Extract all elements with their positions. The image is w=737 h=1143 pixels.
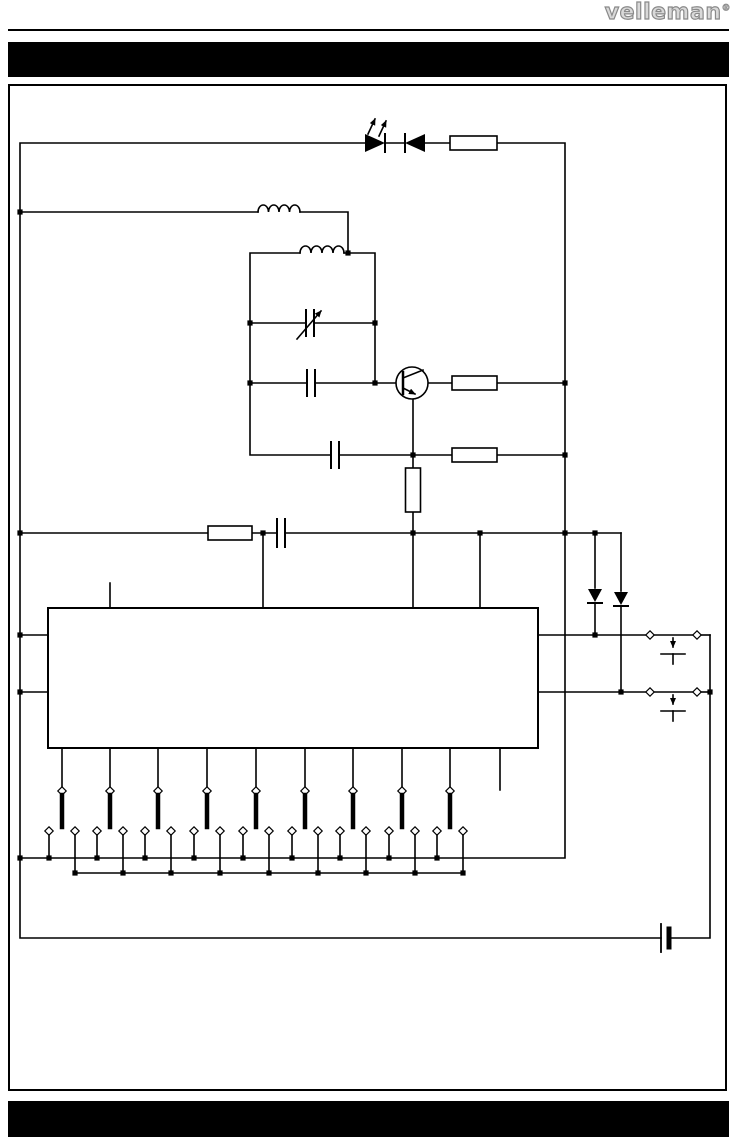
title-bar [8,42,729,77]
tank-inductor [299,245,345,254]
dip-switch [45,748,79,876]
dip-switch [433,748,467,876]
dip-switch-bank [45,748,467,876]
encoder-ic [47,607,539,749]
brand-text: velleman [604,0,722,26]
steering-diode-2 [613,532,629,693]
variable-capacitor [295,309,323,341]
wire-net [19,142,711,939]
battery [660,923,672,953]
diode [404,133,425,153]
dip-switch [385,748,419,876]
registered-mark: ® [721,3,731,14]
capacitor-tank [306,369,316,397]
resistor-collector [451,375,498,391]
resistor-emitter [404,467,422,513]
schematic-frame [8,84,727,1091]
junction-dots [16,208,714,862]
steering-diode-1 [587,532,603,636]
pushbutton-1 [646,631,710,664]
dip-switch [336,748,370,876]
dip-switch [93,748,127,876]
pushbutton-2 [646,688,710,721]
dip-switch [288,748,322,876]
resistor-feedback [451,447,498,463]
capacitor-feedback [330,441,340,469]
footer-bar [8,1101,729,1137]
dip-switch [239,748,273,876]
velleman-logo: velleman® [604,0,731,26]
dip-switch [190,748,224,876]
rf-choke-inductor [257,204,301,213]
capacitor-coupling [276,518,286,548]
resistor-led [449,135,498,151]
header-rule [8,29,729,31]
dip-switch [141,748,175,876]
led [365,117,388,153]
resistor-supply [207,525,253,541]
npn-transistor [395,366,429,400]
